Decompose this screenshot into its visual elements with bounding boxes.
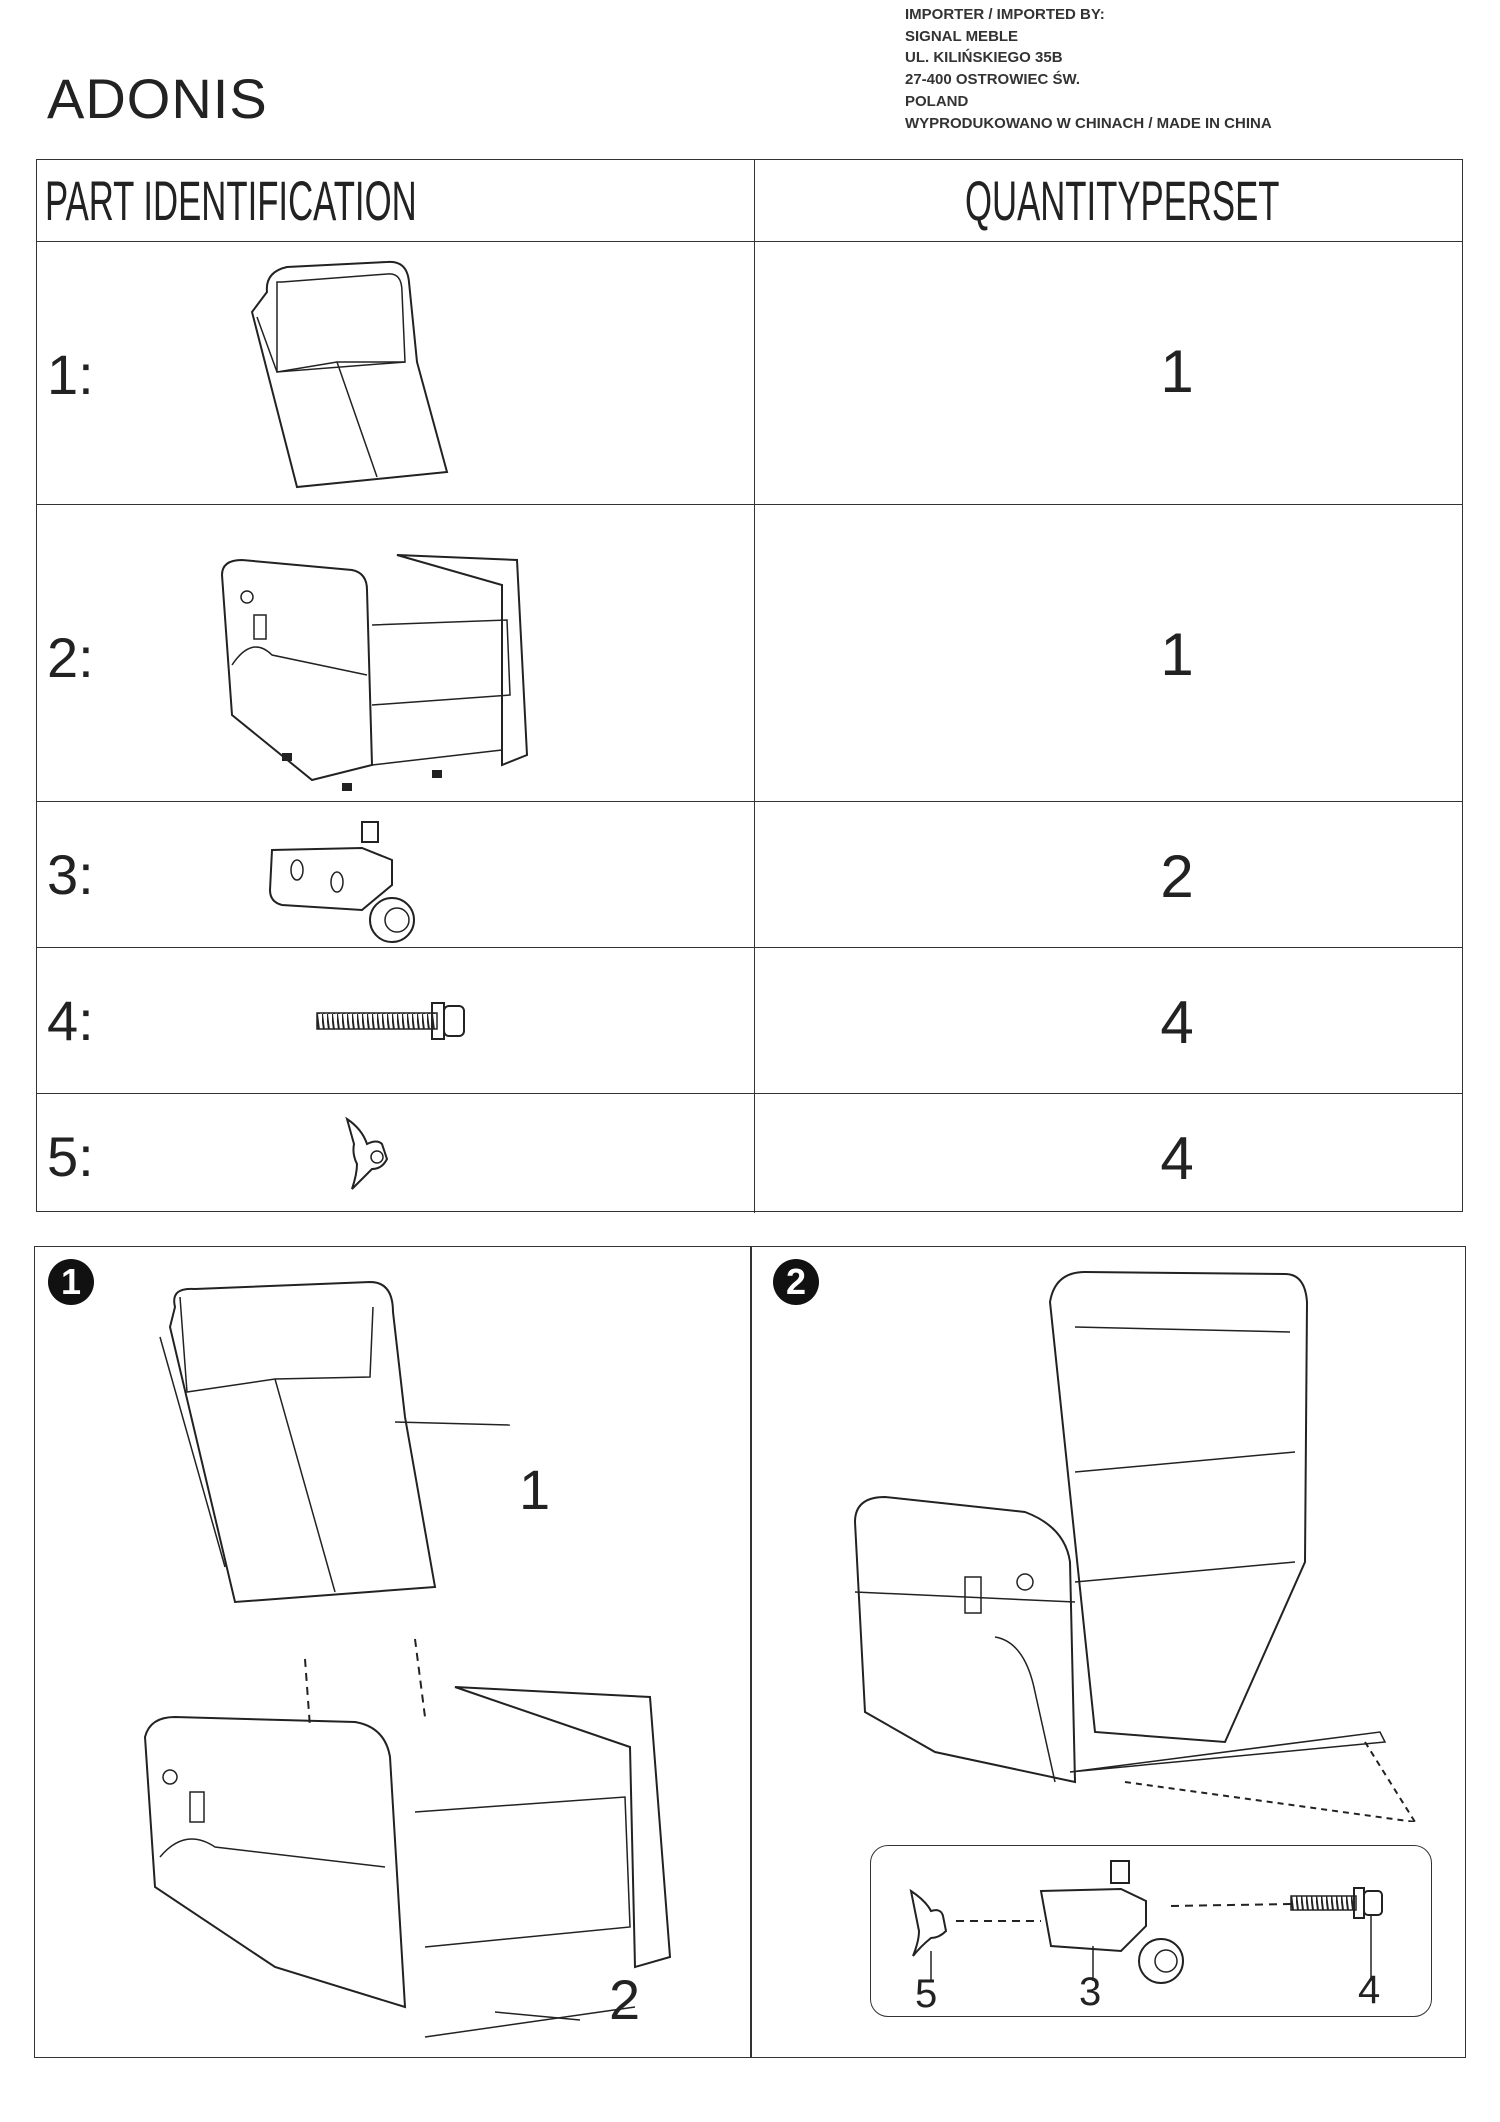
bolt-illustration xyxy=(316,1002,465,1040)
importer-info: IMPORTER / IMPORTED BY: SIGNAL MEBLE UL.… xyxy=(905,4,1272,134)
backrest-illustration xyxy=(250,260,449,489)
table-row: 2: 1 xyxy=(37,505,1462,802)
step-number-badge: 2 xyxy=(773,1259,819,1305)
table-row: 4: 4 xyxy=(37,948,1462,1094)
product-title: ADONIS xyxy=(47,67,268,130)
chair-body-illustration xyxy=(220,554,529,791)
importer-line: 27-400 OSTROWIEC ŚW. xyxy=(905,71,1081,89)
part-quantity: 1 xyxy=(1160,338,1194,405)
callout-part-4: 4 xyxy=(1358,1968,1381,2012)
part-quantity: 2 xyxy=(1160,843,1194,910)
table-row: 3: 2 xyxy=(37,802,1462,948)
importer-line: SIGNAL MEBLE xyxy=(905,27,1019,45)
step-1-illustration xyxy=(143,1280,672,2038)
header-part-identification: PART IDENTIFICATION xyxy=(45,169,417,232)
callout-part-2: 2 xyxy=(609,1968,641,2031)
assembly-steps: 1 1 2 2 xyxy=(34,1246,1466,2058)
part-label: 4: xyxy=(47,989,94,1052)
part-label: 3: xyxy=(47,843,94,906)
part-quantity: 4 xyxy=(1160,989,1194,1056)
callout-part-5: 5 xyxy=(915,1972,938,2016)
detail-inset: 5 3 4 xyxy=(870,1845,1432,2017)
step-2-illustration xyxy=(853,1270,1416,1822)
table-header: PART IDENTIFICATION QUANTITYPERSET xyxy=(37,160,1462,242)
parts-table: PART IDENTIFICATION QUANTITYPERSET 1: 1 … xyxy=(36,159,1463,1213)
part-quantity: 1 xyxy=(1160,621,1194,688)
importer-line: UL. KILIŃSKIEGO 35B xyxy=(905,49,1063,67)
callout-part-1: 1 xyxy=(519,1458,551,1521)
part-quantity: 4 xyxy=(1160,1125,1194,1192)
part-label: 2: xyxy=(47,626,94,689)
caster-wheel-illustration xyxy=(268,821,415,943)
importer-line: IMPORTER / IMPORTED BY: xyxy=(905,6,1105,23)
caster-assembly-illustration xyxy=(909,1860,1383,1984)
part-label: 5: xyxy=(47,1125,94,1188)
table-row: 1: 1 xyxy=(37,242,1462,505)
wing-nut-illustration xyxy=(345,1116,389,1190)
table-row: 5: 4 xyxy=(37,1094,1462,1213)
header-quantity: QUANTITYPERSET xyxy=(965,169,1280,232)
step-number-badge: 1 xyxy=(48,1259,94,1305)
importer-line: POLAND xyxy=(905,92,969,110)
part-label: 1: xyxy=(47,343,94,406)
importer-line: WYPRODUKOWANO W CHINACH / MADE IN CHINA xyxy=(905,114,1272,132)
callout-part-3: 3 xyxy=(1079,1970,1102,2014)
